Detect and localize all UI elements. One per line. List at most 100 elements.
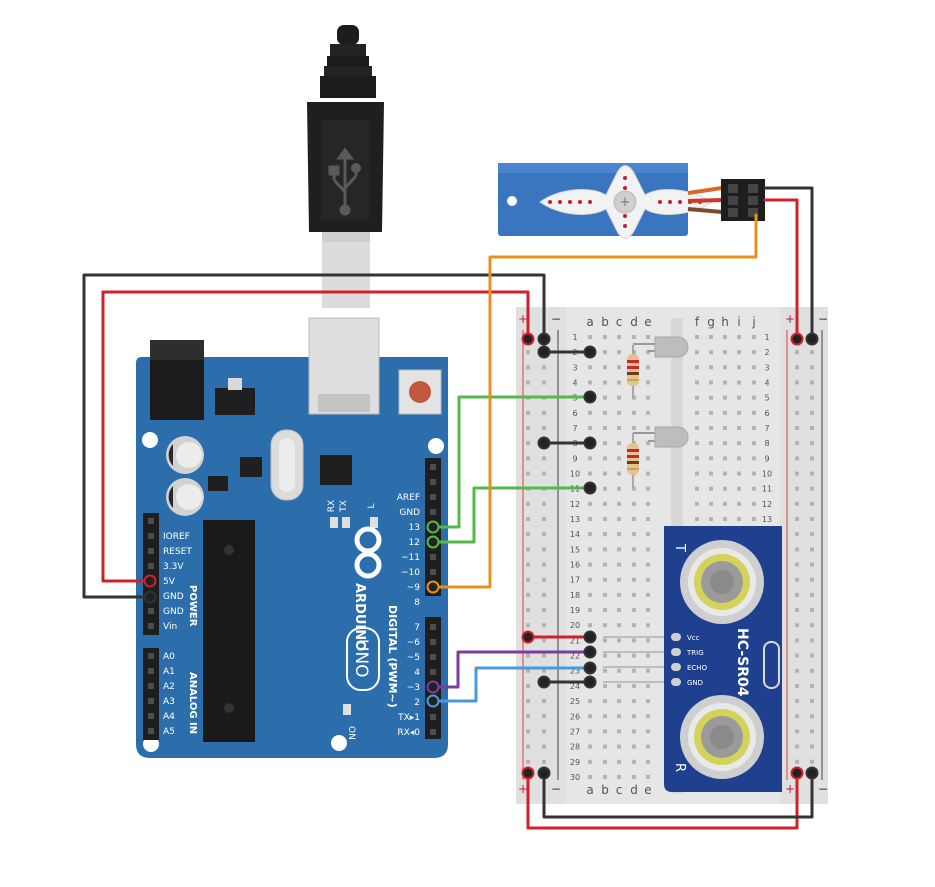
header-pin-socket[interactable]: [148, 713, 154, 719]
breadboard-hole[interactable]: [695, 365, 699, 370]
breadboard-hole[interactable]: [723, 426, 727, 431]
breadboard-hole[interactable]: [603, 380, 607, 385]
wire-endpoint[interactable]: [426, 520, 440, 534]
rail-hole[interactable]: [526, 562, 530, 567]
rail-hole[interactable]: [795, 532, 799, 537]
breadboard-hole[interactable]: [617, 456, 621, 461]
breadboard-hole[interactable]: [632, 592, 636, 597]
breadboard-hole[interactable]: [752, 335, 756, 339]
breadboard-hole[interactable]: [695, 486, 699, 491]
breadboard-hole[interactable]: [646, 638, 650, 643]
breadboard-hole[interactable]: [617, 501, 621, 506]
breadboard-hole[interactable]: [646, 683, 650, 688]
breadboard-hole[interactable]: [646, 441, 650, 446]
rail-hole[interactable]: [526, 683, 530, 688]
rail-hole[interactable]: [542, 365, 546, 370]
rail-hole[interactable]: [542, 547, 546, 552]
breadboard-hole[interactable]: [632, 714, 636, 719]
breadboard-hole[interactable]: [588, 471, 592, 476]
rail-hole[interactable]: [795, 486, 799, 491]
rail-hole[interactable]: [795, 471, 799, 476]
header-pin-socket[interactable]: [430, 569, 436, 575]
rail-hole[interactable]: [542, 608, 546, 613]
breadboard-hole[interactable]: [723, 501, 727, 506]
wire-endpoint[interactable]: [537, 766, 551, 780]
rail-hole[interactable]: [795, 501, 799, 506]
breadboard-hole[interactable]: [646, 456, 650, 461]
wire-endpoint[interactable]: [521, 630, 535, 644]
rail-hole[interactable]: [795, 683, 799, 688]
breadboard-hole[interactable]: [603, 562, 607, 567]
breadboard-hole[interactable]: [646, 668, 650, 673]
breadboard-hole[interactable]: [588, 592, 592, 597]
rail-hole[interactable]: [810, 653, 814, 658]
rail-hole[interactable]: [542, 410, 546, 415]
wire-endpoint[interactable]: [583, 481, 597, 495]
rail-hole[interactable]: [526, 729, 530, 734]
breadboard-hole[interactable]: [588, 547, 592, 552]
rail-hole[interactable]: [526, 426, 530, 431]
breadboard-hole[interactable]: [737, 335, 741, 339]
breadboard-hole[interactable]: [632, 729, 636, 734]
wire-5v[interactable]: [101, 290, 530, 583]
rail-hole[interactable]: [795, 729, 799, 734]
rail-hole[interactable]: [810, 699, 814, 704]
breadboard-hole[interactable]: [603, 410, 607, 415]
wire-endpoint[interactable]: [583, 436, 597, 450]
header-pin-socket[interactable]: [148, 698, 154, 704]
rail-hole[interactable]: [810, 441, 814, 446]
breadboard-hole[interactable]: [617, 714, 621, 719]
header-pin-socket[interactable]: [148, 653, 154, 659]
rail-hole[interactable]: [810, 380, 814, 385]
breadboard-hole[interactable]: [632, 774, 636, 779]
breadboard-hole[interactable]: [632, 426, 636, 431]
rail-hole[interactable]: [526, 380, 530, 385]
breadboard-hole[interactable]: [603, 729, 607, 734]
breadboard-hole[interactable]: [632, 501, 636, 506]
breadboard-hole[interactable]: [632, 532, 636, 537]
rail-hole[interactable]: [526, 668, 530, 673]
breadboard-hole[interactable]: [603, 714, 607, 719]
rail-hole[interactable]: [810, 365, 814, 370]
rail-hole[interactable]: [810, 592, 814, 597]
breadboard-hole[interactable]: [588, 759, 592, 764]
rail-hole[interactable]: [795, 517, 799, 522]
rail-hole[interactable]: [542, 532, 546, 537]
breadboard-hole[interactable]: [723, 410, 727, 415]
rail-hole[interactable]: [810, 638, 814, 643]
breadboard-hole[interactable]: [603, 456, 607, 461]
header-pin-socket[interactable]: [430, 464, 436, 470]
breadboard-hole[interactable]: [632, 410, 636, 415]
breadboard-hole[interactable]: [737, 395, 741, 400]
breadboard-hole[interactable]: [695, 410, 699, 415]
breadboard-hole[interactable]: [695, 471, 699, 476]
breadboard-hole[interactable]: [603, 441, 607, 446]
rail-hole[interactable]: [810, 456, 814, 461]
rail-hole[interactable]: [795, 426, 799, 431]
header-pin-socket[interactable]: [148, 548, 154, 554]
wire-endpoint[interactable]: [583, 675, 597, 689]
rail-hole[interactable]: [542, 501, 546, 506]
breadboard-hole[interactable]: [617, 517, 621, 522]
header-pin-socket[interactable]: [148, 668, 154, 674]
breadboard-hole[interactable]: [632, 562, 636, 567]
rail-hole[interactable]: [795, 350, 799, 355]
breadboard-hole[interactable]: [588, 729, 592, 734]
breadboard-hole[interactable]: [752, 426, 756, 431]
breadboard-hole[interactable]: [723, 486, 727, 491]
breadboard-hole[interactable]: [737, 486, 741, 491]
breadboard-hole[interactable]: [617, 380, 621, 385]
breadboard-hole[interactable]: [617, 335, 621, 339]
breadboard-hole[interactable]: [737, 501, 741, 506]
breadboard-hole[interactable]: [737, 365, 741, 370]
breadboard-hole[interactable]: [709, 426, 713, 431]
breadboard-hole[interactable]: [695, 501, 699, 506]
breadboard-hole[interactable]: [752, 410, 756, 415]
breadboard-hole[interactable]: [617, 653, 621, 658]
breadboard-hole[interactable]: [603, 426, 607, 431]
breadboard-hole[interactable]: [617, 729, 621, 734]
breadboard-hole[interactable]: [617, 668, 621, 673]
rail-hole[interactable]: [526, 441, 530, 446]
breadboard-hole[interactable]: [603, 532, 607, 537]
breadboard-hole[interactable]: [603, 683, 607, 688]
